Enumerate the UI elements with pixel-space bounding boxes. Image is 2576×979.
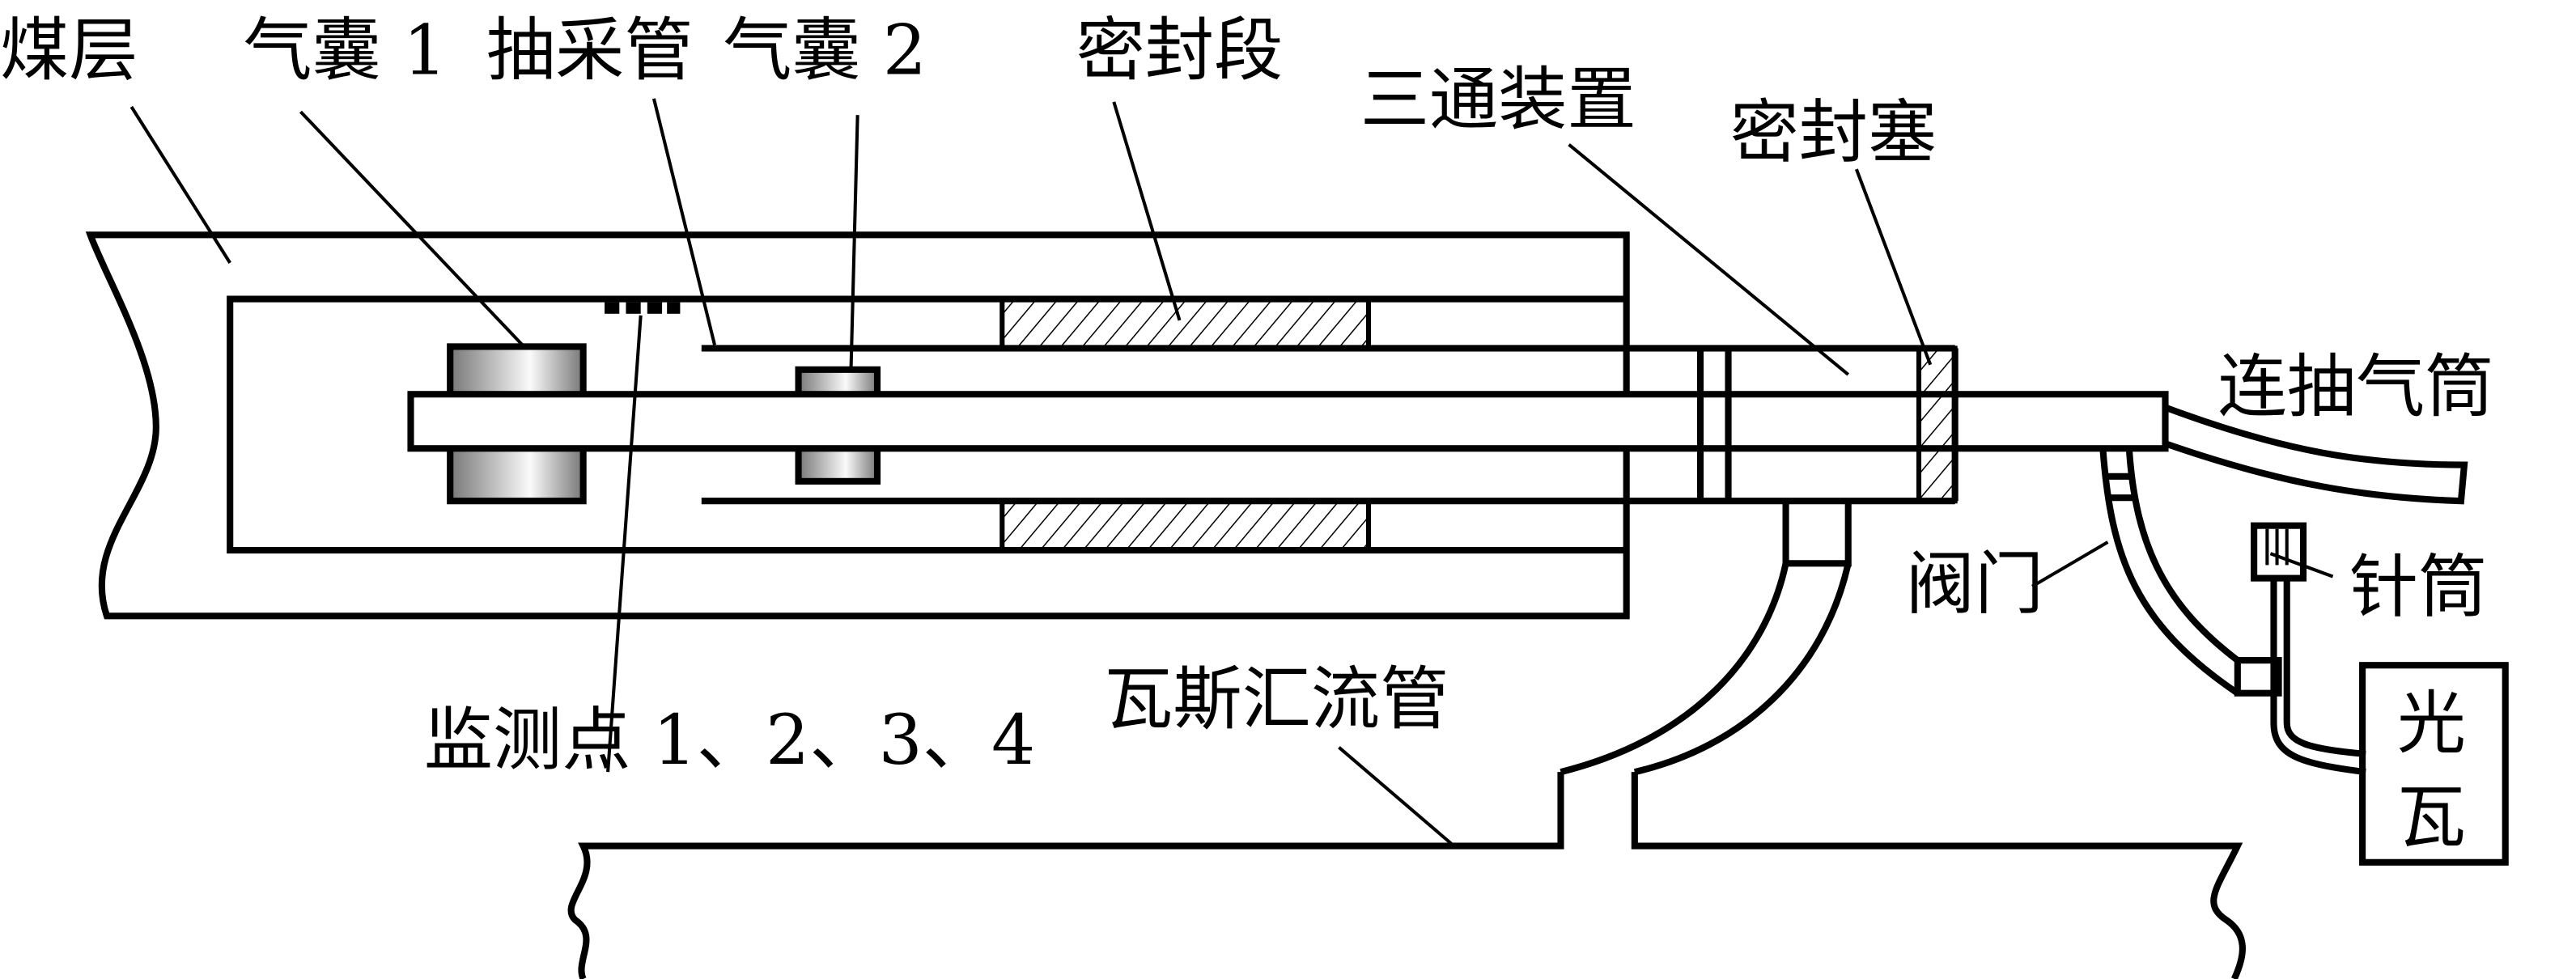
light-gas-meter-label-1: 光 bbox=[2397, 684, 2466, 765]
central-tube bbox=[407, 391, 2169, 452]
label-bladder-1: 气囊 1 bbox=[243, 11, 447, 91]
syringe-tube bbox=[2270, 578, 2366, 776]
label-coal-seam: 煤层 bbox=[0, 11, 138, 91]
coal-seam-outline bbox=[85, 231, 1630, 620]
valve-tube bbox=[2099, 447, 2240, 697]
label-to-gas-cylinder: 连抽气筒 bbox=[2217, 348, 2493, 428]
sealing-section-top bbox=[999, 296, 1372, 351]
label-sealing-plug: 密封塞 bbox=[1730, 93, 1937, 173]
leader-lines bbox=[129, 98, 2334, 848]
borehole-outline bbox=[227, 295, 1627, 554]
sealing-section-bottom bbox=[999, 498, 1372, 553]
sealing-plug bbox=[1916, 345, 1958, 504]
label-syringe: 针筒 bbox=[2349, 548, 2488, 628]
label-valve: 阀门 bbox=[1906, 545, 2044, 625]
cylinder-connection-tube bbox=[2164, 404, 2468, 505]
label-monitoring-points: 监测点 1、2、3、4 bbox=[424, 701, 1036, 781]
label-gas-manifold: 瓦斯汇流管 bbox=[1104, 659, 1449, 740]
light-gas-meter-box bbox=[2359, 662, 2509, 866]
label-tee-device: 三通装置 bbox=[1360, 60, 1636, 140]
light-gas-meter-label-2: 瓦 bbox=[2397, 778, 2466, 858]
label-bladder-2: 气囊 2 bbox=[723, 11, 927, 91]
label-extraction-pipe: 抽采管 bbox=[486, 11, 694, 91]
gas-manifold bbox=[567, 772, 2246, 979]
label-sealing-section: 密封段 bbox=[1076, 11, 1284, 91]
tee-device bbox=[1560, 345, 1959, 776]
monitoring-point-markers bbox=[605, 302, 681, 314]
